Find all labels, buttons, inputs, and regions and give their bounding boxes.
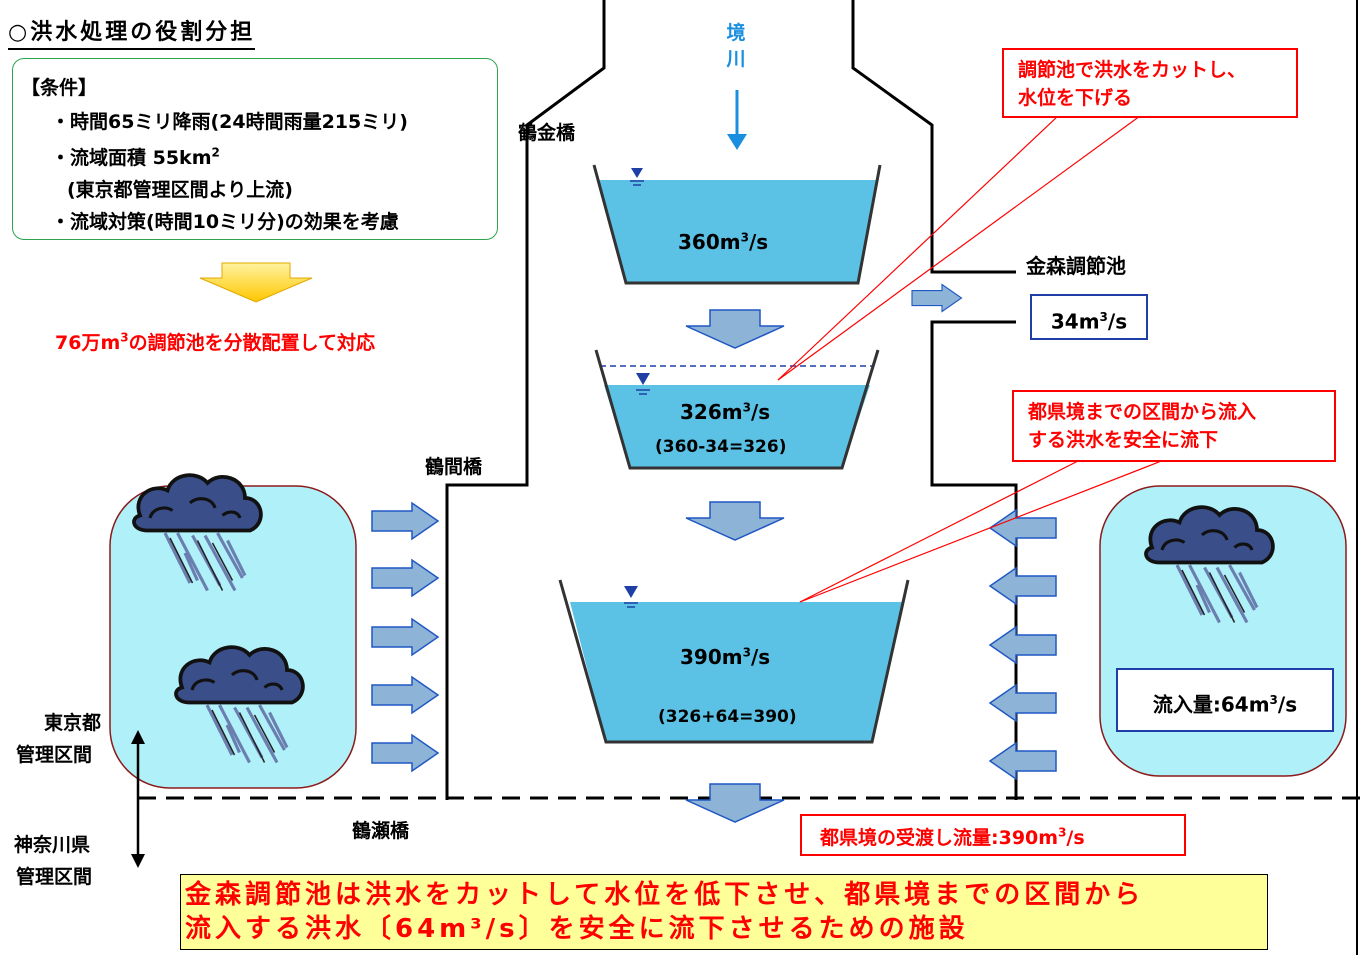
- page-title: ○洪水処理の役割分担: [8, 14, 256, 50]
- conclusion-box: 金森調節池は洪水をカットして水位を低下させ、都県境までの区間から 流入する洪水〔…: [180, 874, 1268, 950]
- conditions-box: 【条件】 ・時間65ミリ降雨(24時間雨量215ミリ) ・流域面積 55km2 …: [12, 58, 498, 240]
- result-text-sup: 3: [120, 330, 129, 345]
- handover-label: 都県境の受渡し流量:390m: [820, 827, 1059, 849]
- conditions-area-sup: 2: [211, 145, 220, 160]
- inflow-label: 流入量:64m: [1152, 692, 1270, 717]
- basin-bottom-calc: (326+64=390): [658, 707, 797, 727]
- basin-top-sup: 3: [740, 230, 749, 245]
- kanamori-flow: 34m3/s: [1030, 294, 1148, 340]
- basin-middle-value: 326m: [680, 400, 743, 424]
- inflow-sup: 3: [1269, 693, 1278, 707]
- tokyo-label-line1: 東京都: [44, 712, 102, 734]
- kanamori-flow-value: 34m: [1050, 309, 1100, 334]
- callout-pond-line2: 水位を下げる: [1018, 87, 1133, 109]
- callout-inflow-line1: 都県境までの区間から流入: [1028, 401, 1257, 423]
- handover-sup: 3: [1058, 825, 1067, 840]
- basin-middle-calc: (360-34=326): [655, 437, 787, 457]
- callout-inflow-effect: 都県境までの区間から流入 する洪水を安全に流下: [1012, 390, 1336, 462]
- kanamori-flow-sup: 3: [1099, 310, 1108, 324]
- conclusion-line1: 金森調節池は洪水をカットして水位を低下させ、都県境までの区間から: [185, 880, 1145, 910]
- basin-top-value: 360m: [678, 230, 741, 254]
- basin-bottom-sup: 3: [742, 645, 751, 660]
- bridge-tsurukane: 鶴金橋: [518, 122, 576, 144]
- handover-flow: 都県境の受渡し流量:390m3/s: [800, 814, 1186, 856]
- tokyo-label-line2: 管理区間: [16, 744, 93, 766]
- result-text-suffix: の調節池を分散配置して対応: [128, 332, 376, 354]
- basin-middle-sup: 3: [742, 400, 751, 415]
- river-name: 境川: [726, 22, 746, 70]
- basin-middle-unit: /s: [750, 400, 771, 424]
- conditions-measures: ・流域対策(時間10ミリ分)の効果を考慮: [51, 211, 399, 233]
- callout-inflow-line2: する洪水を安全に流下: [1028, 429, 1219, 451]
- conditions-area-note: (東京都管理区間より上流): [67, 179, 293, 201]
- kanagawa-label-line2: 管理区間: [16, 866, 93, 888]
- conditions-heading: 【条件】: [21, 77, 98, 99]
- conditions-rainfall: ・時間65ミリ降雨(24時間雨量215ミリ): [51, 111, 408, 133]
- basin-bottom-flow: 390m3/s: [680, 645, 770, 669]
- handover-unit: /s: [1066, 827, 1085, 849]
- bridge-tsuruse: 鶴瀬橋: [352, 820, 410, 842]
- bridge-tsuruma: 鶴間橋: [425, 456, 483, 478]
- kanamori-title: 金森調節池: [1026, 254, 1126, 278]
- inflow-unit: /s: [1277, 692, 1298, 717]
- callout-pond-line1: 調節池で洪水をカットし、: [1018, 59, 1247, 81]
- inflow-box: 流入量:64m3/s: [1116, 668, 1334, 732]
- basin-top-flow: 360m3/s: [678, 230, 768, 254]
- callout-pond-effect: 調節池で洪水をカットし、 水位を下げる: [1002, 48, 1298, 118]
- conclusion-line2: 流入する洪水〔64m³/s〕を安全に流下させるための施設: [185, 914, 969, 944]
- kanamori-flow-unit: /s: [1107, 309, 1128, 334]
- basin-bottom-value: 390m: [680, 645, 743, 669]
- conditions-area-text: ・流域面積 55km: [51, 147, 212, 169]
- basin-middle-flow: 326m3/s: [680, 400, 770, 424]
- basin-bottom-unit: /s: [750, 645, 771, 669]
- kanagawa-label-line1: 神奈川県: [14, 834, 91, 856]
- conditions-area: ・流域面積 55km2: [51, 143, 220, 170]
- result-text-prefix: 76万m: [55, 332, 121, 354]
- basin-top-unit: /s: [748, 230, 769, 254]
- result-text: 76万m3の調節池を分散配置して対応: [55, 328, 375, 355]
